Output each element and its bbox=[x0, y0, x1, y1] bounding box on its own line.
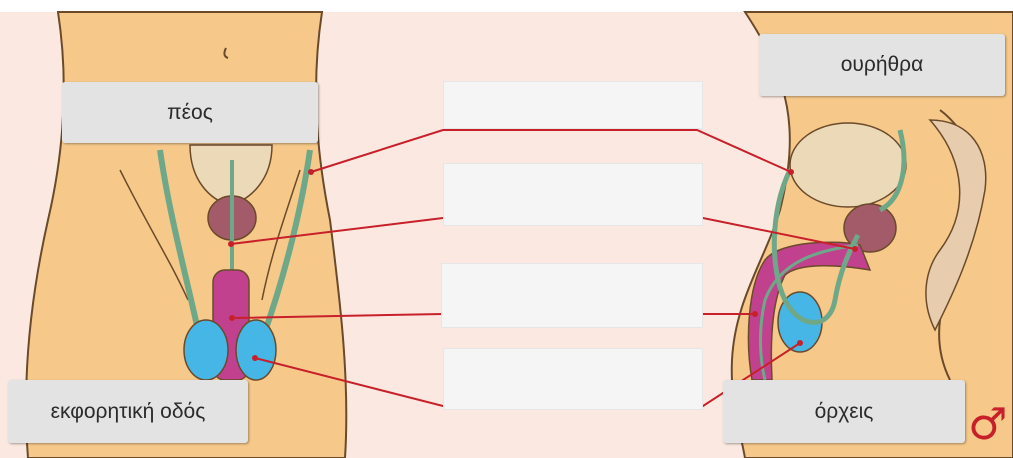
label-ourithra-text: ουρήθρα bbox=[841, 53, 924, 77]
label-orxeis-text: όρχεις bbox=[815, 400, 874, 424]
leader-dot-1b bbox=[788, 169, 794, 175]
label-orxeis[interactable]: όρχεις bbox=[723, 380, 965, 443]
leader-dot-2b bbox=[852, 246, 858, 252]
side-bladder bbox=[790, 123, 906, 207]
front-testis-left bbox=[184, 320, 228, 380]
leader-dot-3a bbox=[229, 315, 235, 321]
leader-dot-3b bbox=[752, 311, 758, 317]
label-ekforitiki-odos[interactable]: εκφορητική οδός bbox=[8, 380, 248, 443]
male-symbol-icon: ♂ bbox=[968, 400, 1012, 450]
drop-slot-1[interactable] bbox=[443, 81, 703, 129]
label-ekforitiki-odos-text: εκφορητική οδός bbox=[51, 400, 206, 424]
label-peos[interactable]: πέος bbox=[62, 82, 318, 143]
leader-dot-2a bbox=[228, 241, 234, 247]
leader-dot-4a bbox=[252, 355, 258, 361]
drop-slot-3[interactable] bbox=[441, 263, 703, 328]
label-peos-text: πέος bbox=[167, 101, 213, 125]
front-testis-right bbox=[236, 320, 276, 380]
leader-dot-1a bbox=[308, 169, 314, 175]
label-ourithra[interactable]: ουρήθρα bbox=[759, 34, 1005, 96]
leader-dot-4b bbox=[797, 340, 803, 346]
drop-slot-2[interactable] bbox=[443, 163, 703, 226]
drop-slot-4[interactable] bbox=[443, 348, 703, 410]
